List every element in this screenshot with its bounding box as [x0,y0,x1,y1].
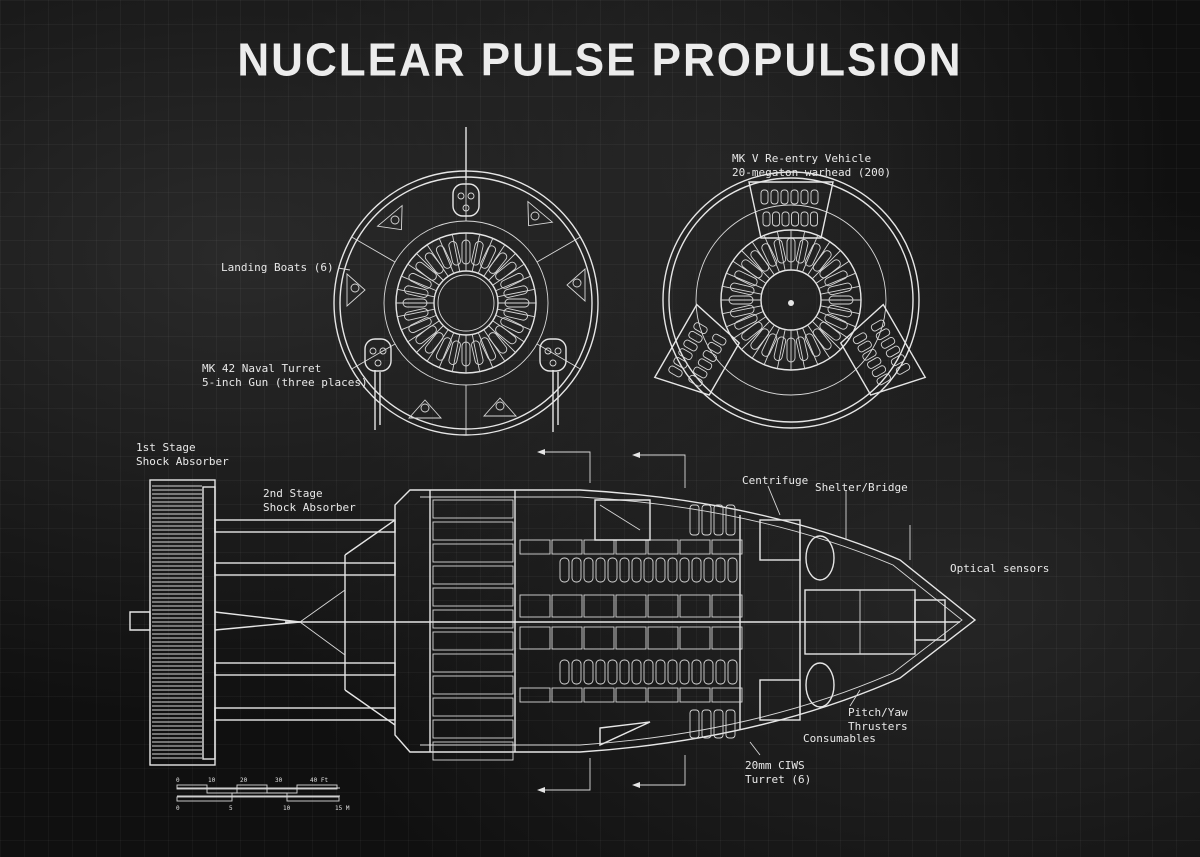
pitch-yaw-line-2: Thrusters [848,720,908,733]
first-stage-line-2: Shock Absorber [136,455,229,468]
left-section-view [333,127,599,436]
ciws-line-2: Turret (6) [745,773,812,786]
ciws-label: 20mm CIWS Turret (6) [745,759,811,787]
scale-bottom-tick: 0 [176,805,180,812]
scale-top-tick: 40 Ft [310,777,328,784]
scale-top-tick: 10 [208,777,216,784]
optical-sensors-label: Optical sensors [950,562,1050,575]
page-title: NUCLEAR PULSE PROPULSION [237,34,963,87]
scale-bar: 0 10 20 30 40 Ft 0 5 10 15 M [176,777,350,812]
pitch-yaw-label: Pitch/Yaw Thrusters [848,706,908,734]
reentry-vehicle-label: MK V Re-entry Vehicle 20-megaton warhead… [732,152,891,180]
second-stage-line-1: 2nd Stage [263,487,323,500]
scale-bottom-tick: 10 [283,805,291,812]
scale-top-tick: 0 [176,777,180,784]
shelter-bridge-label: Shelter/Bridge [815,481,908,494]
naval-turret-label: MK 42 Naval Turret 5-inch Gun (three pla… [202,362,368,390]
scale-top-tick: 20 [240,777,248,784]
naval-turret-line-2: 5-inch Gun (three places) [202,376,368,389]
first-stage-line-1: 1st Stage [136,441,196,454]
scale-bottom-tick: 5 [229,805,233,812]
landing-boats-label: Landing Boats (6) [221,261,334,274]
reentry-line-1: MK V Re-entry Vehicle [732,152,872,165]
scale-bottom-tick: 15 M [335,805,350,812]
scale-top-tick: 30 [275,777,283,784]
second-stage-line-2: Shock Absorber [263,501,356,514]
first-stage-label: 1st Stage Shock Absorber [136,441,229,469]
ship-side-view [129,449,977,793]
second-stage-label: 2nd Stage Shock Absorber [263,487,356,515]
naval-turret-line-1: MK 42 Naval Turret [202,362,322,375]
ciws-line-1: 20mm CIWS [745,759,805,772]
right-section-view [653,171,927,429]
consumables-label: Consumables [803,732,876,745]
centrifuge-label: Centrifuge [742,474,809,487]
pitch-yaw-line-1: Pitch/Yaw [848,706,908,719]
reentry-line-2: 20-megaton warhead (200) [732,166,891,179]
